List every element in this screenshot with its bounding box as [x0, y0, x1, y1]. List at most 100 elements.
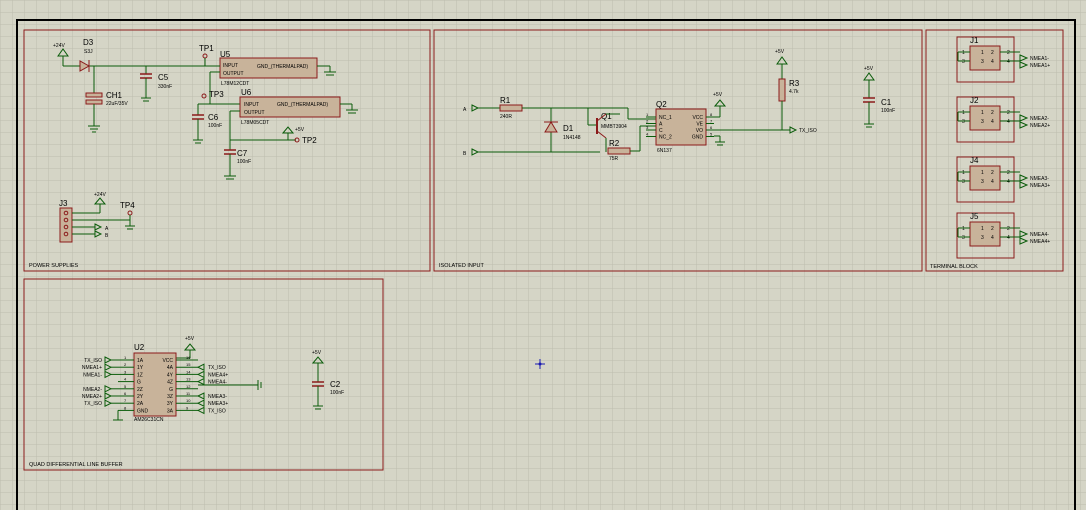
part-ref: J4: [970, 156, 979, 165]
net-label: NMEA2-: [83, 387, 102, 393]
pin-number: 4: [991, 235, 994, 241]
block-power-supplies: POWER SUPPLIES: [23, 29, 431, 272]
transistor-q1[interactable]: Q1 MMBT3904: [587, 108, 627, 152]
pin-number: 2: [991, 50, 994, 56]
part-value: 4.7k: [789, 89, 799, 95]
power-symbol-24v[interactable]: +24V: [53, 43, 69, 66]
block-terminal-block: TERMINAL BLOCK: [925, 29, 1064, 272]
pin-label: NC_2: [659, 135, 672, 141]
pin-label: GND: [692, 135, 704, 141]
input-port-a[interactable]: A: [463, 104, 480, 113]
pin-number: 4: [991, 119, 994, 125]
net-tx-iso[interactable]: TX_ISO: [789, 126, 817, 134]
pin-number: 4: [124, 377, 127, 382]
pin-number: 1: [646, 112, 649, 117]
net-label: NMEA3-: [208, 394, 227, 400]
capacitor-c5[interactable]: C5 330nF: [140, 66, 172, 102]
resistor-r2[interactable]: R2 75R: [607, 125, 656, 162]
pin-number: 1: [962, 226, 965, 232]
part-value: 100nF: [237, 159, 251, 165]
power-symbol-5v-u2[interactable]: +5V: [176, 336, 197, 359]
net-label: B: [463, 151, 467, 157]
block-title-isolated: ISOLATED INPUT: [439, 263, 484, 269]
capacitor-c2[interactable]: +5V C2 100nF: [311, 350, 344, 410]
diode-d3[interactable]: D3 S3J: [79, 38, 94, 72]
part-ref: U2: [134, 343, 145, 352]
test-point-tp2[interactable]: TP2: [294, 136, 317, 145]
pin-number: 16: [186, 355, 191, 360]
sheet-border: [16, 19, 1076, 510]
capacitor-c7[interactable]: C7 100nF: [224, 140, 251, 180]
regulator-u5[interactable]: U5 INPUT OUTPUT GND_(THERMALPAD) L78M12C…: [210, 50, 336, 87]
pin-label: INPUT: [244, 102, 259, 108]
power-symbol-5v[interactable]: +5V: [281, 126, 305, 140]
test-point-tp1[interactable]: TP1: [199, 44, 214, 66]
port-arrow: [104, 384, 113, 393]
pin-number: 2: [991, 170, 994, 176]
pin-number: 1: [981, 170, 984, 176]
power-section: +24V D3 S3J CH1 22uF/35V: [53, 38, 358, 243]
connector-j3[interactable]: J3 +24V A B: [59, 192, 130, 243]
input-port-b[interactable]: B: [463, 148, 480, 157]
part-ref: D1: [563, 124, 574, 133]
power-symbol-5v-q2[interactable]: +5V: [713, 92, 727, 146]
diode-d1[interactable]: D1 1N4148: [544, 108, 581, 152]
pin-number: 6: [124, 391, 127, 396]
port-arrow: [104, 370, 113, 379]
capacitor-c1[interactable]: +5V C1 100nF: [863, 66, 895, 128]
pin-number: 10: [186, 398, 191, 403]
pin-number: 9: [186, 405, 189, 410]
part-ref: TP2: [302, 136, 317, 145]
pin-number: 4: [1007, 59, 1010, 65]
capacitor-c6[interactable]: C6 100nF: [192, 104, 222, 144]
capacitor-ch1[interactable]: CH1 22uF/35V: [85, 66, 128, 133]
port-arrow: [196, 363, 205, 372]
net-label: B: [105, 233, 109, 239]
block-line-buffer: QUAD DIFFERENTIAL LINE BUFFER: [23, 278, 384, 471]
part-ref: CH1: [106, 91, 123, 100]
pin-number: 4: [1007, 119, 1010, 125]
ic-u2[interactable]: U2 AM26C31CN 1A1TX_ISO1Y2NMEA1+1Z3NMEA1-…: [82, 343, 228, 423]
part-value: 100nF: [208, 123, 222, 129]
power-label: +5V: [185, 336, 195, 342]
net-label: TX_ISO: [84, 358, 102, 364]
net-label: NMEA2+: [1030, 123, 1050, 129]
test-point-tp4[interactable]: TP4: [120, 201, 135, 230]
resistor-r3[interactable]: +5V R3 4.7k: [775, 49, 800, 130]
port-arrow: [104, 363, 113, 372]
enable-pin-g: [198, 380, 262, 390]
part-ref: R1: [500, 96, 511, 105]
pin-number: 11: [186, 391, 191, 396]
pin-number: 3: [962, 119, 965, 125]
test-point-tp3[interactable]: TP3: [201, 90, 224, 99]
pin-label: NC_1: [659, 115, 672, 121]
part-value: 100nF: [881, 108, 895, 114]
pin-number: 2: [1007, 170, 1010, 176]
regulator-u6[interactable]: U6 INPUT OUTPUT GND_(THERMALPAD) L78M05C…: [230, 88, 358, 126]
net-label: NMEA4-: [208, 380, 227, 386]
pin-number: 3: [981, 179, 984, 185]
pin-label: GND: [137, 408, 149, 414]
pin-number: 3: [962, 235, 965, 241]
part-ref: Q2: [656, 100, 667, 109]
part-ref: U5: [220, 50, 231, 59]
origin-marker[interactable]: [535, 359, 545, 369]
port-arrow: [104, 356, 113, 364]
pin-label: C: [659, 128, 663, 134]
part-ref: Q1: [601, 112, 612, 121]
net-label: NMEA3+: [1030, 183, 1050, 189]
buffer-section: +5V U2 AM26C31CN 1A1TX_ISO1Y2NMEA1+1Z3NM…: [82, 336, 344, 423]
pin-label: VCC: [692, 115, 703, 121]
part-value: 100nF: [330, 390, 344, 396]
part-ref: C2: [330, 380, 341, 389]
pin-number: 4: [991, 179, 994, 185]
pin-label: A: [659, 122, 663, 128]
